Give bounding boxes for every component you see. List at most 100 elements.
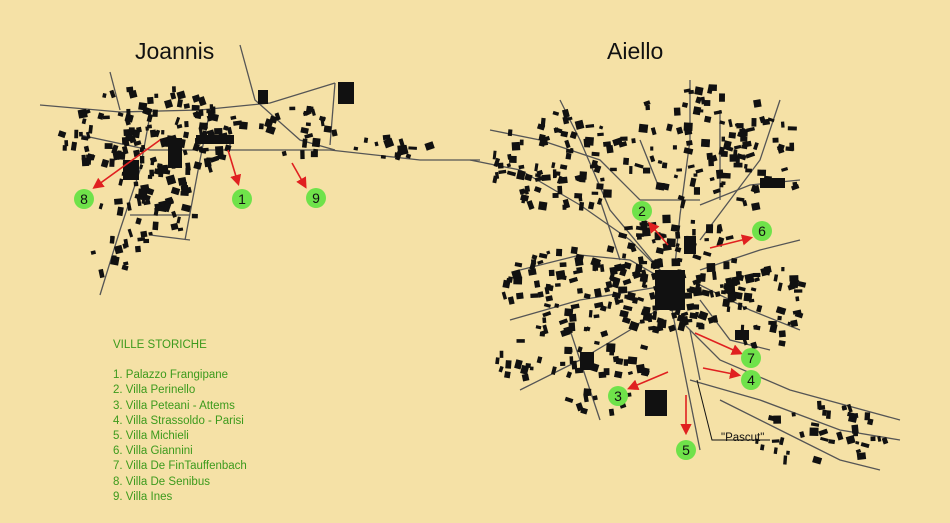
building — [778, 340, 786, 347]
building — [524, 185, 531, 193]
building — [676, 168, 683, 172]
building — [794, 289, 803, 293]
marker-3[interactable]: 3 — [608, 386, 628, 406]
building — [661, 162, 668, 169]
building — [679, 199, 686, 209]
landmark-blocks — [123, 82, 785, 416]
building — [537, 259, 544, 265]
building — [744, 273, 755, 284]
building — [509, 155, 517, 163]
building — [518, 164, 525, 170]
building — [565, 348, 573, 353]
building — [147, 96, 154, 105]
building — [564, 139, 571, 149]
building — [642, 167, 651, 174]
marker-2[interactable]: 2 — [632, 201, 652, 221]
building — [301, 138, 308, 148]
building — [531, 259, 537, 264]
building — [777, 282, 783, 292]
building — [121, 137, 129, 145]
building — [599, 305, 607, 312]
building — [109, 89, 116, 99]
building — [162, 169, 171, 175]
building — [822, 409, 827, 416]
building — [123, 261, 129, 266]
building — [737, 302, 743, 311]
building — [501, 291, 508, 300]
building — [708, 84, 717, 91]
building — [712, 188, 721, 195]
building — [562, 198, 571, 209]
building — [551, 366, 557, 376]
building — [748, 298, 755, 303]
marker-5[interactable]: 5 — [676, 440, 696, 460]
building — [497, 162, 504, 169]
building — [519, 188, 526, 195]
building — [753, 324, 759, 330]
building — [661, 182, 670, 191]
building — [538, 252, 548, 259]
building — [676, 126, 684, 135]
building — [686, 303, 695, 311]
building — [514, 262, 523, 268]
building — [112, 151, 121, 161]
building — [147, 174, 153, 180]
building — [629, 166, 633, 174]
building — [542, 324, 549, 335]
building — [781, 166, 789, 172]
building — [183, 131, 190, 139]
building — [519, 139, 524, 146]
building — [694, 86, 704, 96]
building — [383, 135, 389, 140]
building — [606, 245, 615, 253]
building — [635, 263, 643, 273]
building — [750, 184, 759, 193]
marker-9[interactable]: 9 — [306, 188, 326, 208]
marker-7[interactable]: 7 — [741, 348, 761, 368]
building — [754, 277, 761, 283]
building — [506, 170, 517, 177]
building — [181, 203, 192, 213]
building — [740, 136, 748, 142]
building — [545, 295, 554, 302]
building — [529, 366, 534, 371]
building — [677, 321, 686, 332]
building — [777, 143, 785, 152]
building — [529, 261, 537, 271]
marker-6[interactable]: 6 — [752, 221, 772, 241]
building — [565, 371, 573, 379]
building — [643, 284, 648, 288]
building — [139, 164, 144, 170]
building — [596, 197, 603, 206]
building — [618, 232, 628, 240]
building — [719, 93, 725, 102]
building — [269, 115, 278, 124]
pascut-label: "Pascut" — [721, 432, 765, 444]
building — [169, 92, 177, 100]
building — [128, 89, 138, 99]
building — [560, 361, 566, 366]
building — [836, 431, 844, 441]
building — [725, 235, 734, 241]
marker-1[interactable]: 1 — [232, 189, 252, 209]
building — [300, 150, 305, 160]
building — [728, 119, 733, 128]
building — [544, 286, 550, 295]
town-label-aiello: Aiello — [607, 38, 664, 64]
building — [109, 158, 115, 167]
building — [516, 292, 524, 300]
building — [705, 224, 714, 234]
building — [789, 278, 800, 289]
building — [855, 448, 862, 454]
marker-4[interactable]: 4 — [741, 370, 761, 390]
building — [677, 194, 685, 201]
building — [85, 131, 91, 139]
building — [706, 262, 716, 273]
building — [745, 168, 752, 173]
building — [323, 125, 332, 133]
marker-8[interactable]: 8 — [74, 189, 94, 209]
building — [736, 271, 742, 279]
building — [628, 320, 640, 332]
building — [560, 130, 569, 138]
building — [187, 186, 192, 194]
